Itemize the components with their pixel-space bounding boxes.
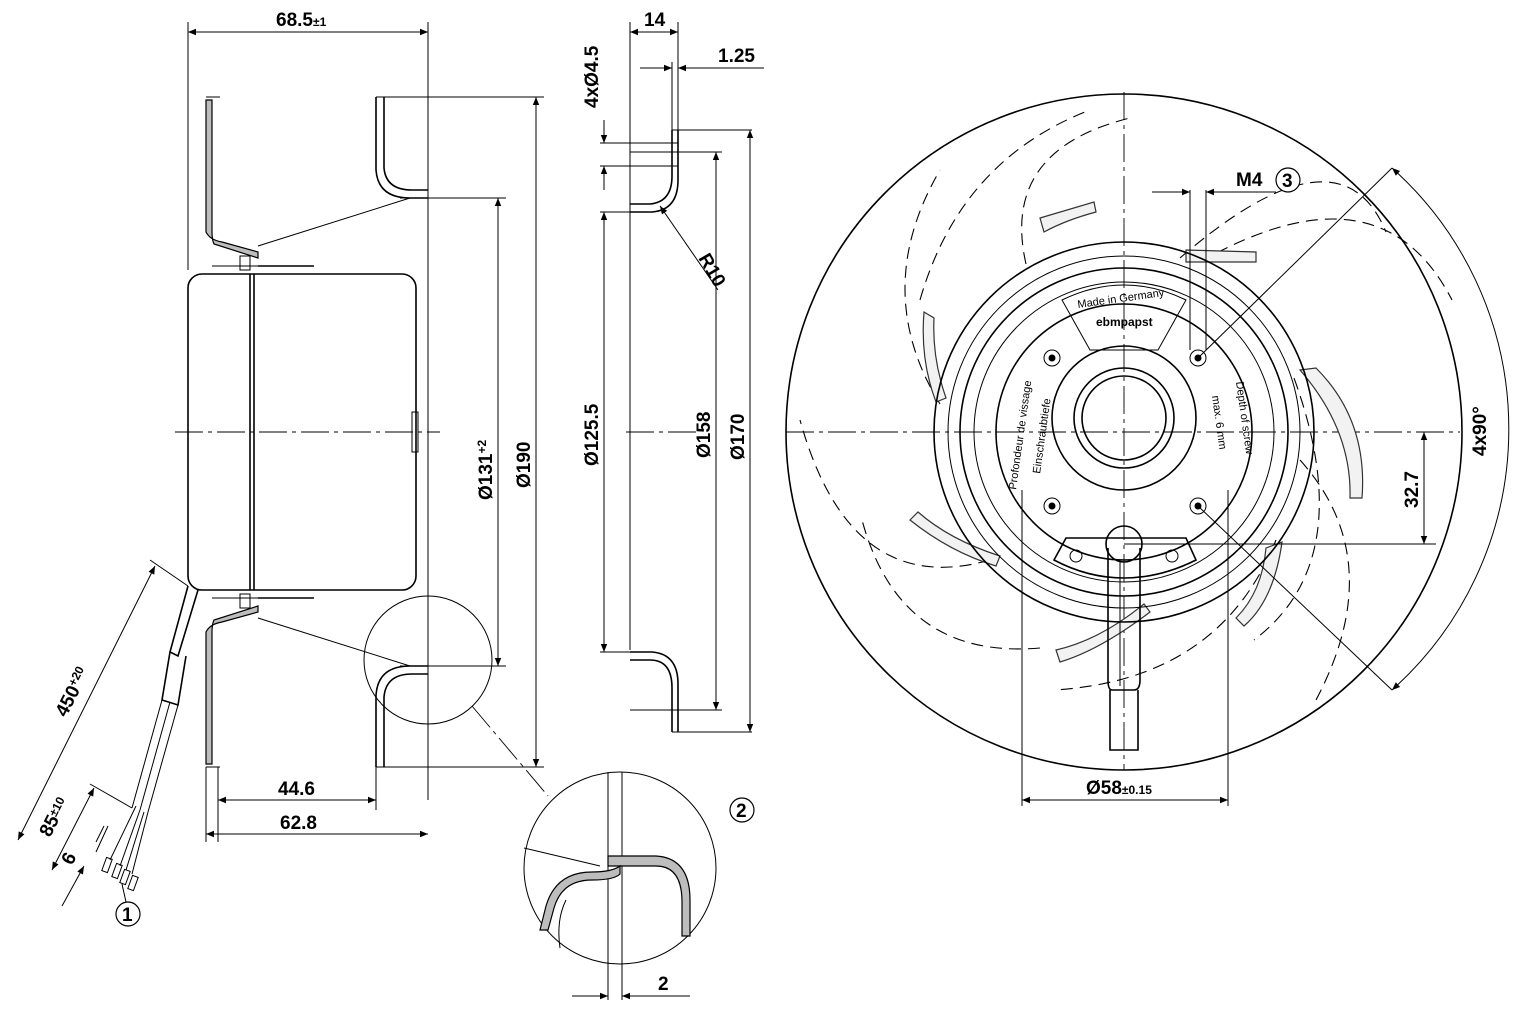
dim-dia-58: Ø58±0.15 [1086,778,1152,799]
dim-radius: R10 [694,250,730,291]
cable-wire-ends [101,856,139,892]
side-view: 68.5±1 Ø131+2 Ø190 44.6 62.8 450+20 85±1… [17,10,549,927]
dim-dia-131: Ø131+2 [475,440,497,500]
svg-text:2: 2 [736,801,747,822]
label-max-6mm: max. 6 mm [1209,395,1228,451]
dim-depth-14: 14 [644,10,666,31]
nozzle-profile-lower [630,651,679,732]
dim-offset: 32.7 [1402,471,1423,508]
impeller-front-lower [205,605,259,765]
callout-1 [115,901,141,927]
screw-holes [1043,349,1207,515]
angle-arc [1391,167,1510,691]
detail-shroud-hatch [607,855,691,937]
cable-sleeve [169,585,199,658]
detail-impeller-hatch [539,864,621,931]
cable-outlet-bracket [1052,537,1198,579]
callout-3 [1275,167,1301,193]
motor-housing [187,273,417,591]
callout-2 [729,797,755,823]
svg-text:3: 3 [1282,171,1293,192]
label-einschraubtiefe: Einschraubtiefe [1031,398,1053,475]
dim-angle: 4x90° [1470,406,1491,456]
rotor-face [995,303,1253,561]
dim-44-6: 44.6 [278,779,315,800]
label-plate [1061,284,1187,351]
impeller-outer-circle [785,93,1463,771]
dim-thickness-1-25: 1.25 [718,46,755,67]
dim-68-5: 68.5±1 [276,10,327,31]
dim-thread-m4: M4 [1236,170,1263,191]
dim-holes: 4xØ4.5 [582,45,603,108]
front-cable [1107,548,1141,691]
detail-marker-circle [363,595,493,725]
hub-outer [1051,345,1197,491]
dim-dia-158: Ø158 [694,412,715,458]
impeller-blades [799,109,1453,701]
rotor-ring-outer [933,241,1315,623]
label-brand: ebmpapst [1096,315,1153,329]
dim-dia-170: Ø170 [728,414,749,460]
impeller-front-upper [205,99,259,259]
svg-text:1: 1 [122,905,133,926]
nozzle-profile-upper [630,130,679,213]
detail-view: 2 2 [523,771,755,1000]
hub-bore [1073,367,1175,469]
dim-strip-6: 6 [58,849,82,868]
dim-62-8: 62.8 [280,813,317,834]
dim-strip-85: 85±10 [36,794,74,840]
dim-cable-450: 450+20 [51,664,94,721]
label-profondeur: Profondeur de vissage [1007,380,1034,491]
front-view: Made in Germany ebmpapst Profondeur de v… [785,92,1510,806]
dim-dia-190: Ø190 [514,442,535,488]
dim-detail-2: 2 [658,974,669,995]
detail-circle [523,771,717,965]
section-view: 14 1.25 4xØ4.5 R10 Ø125.5 Ø158 Ø170 [582,10,764,733]
dim-dia-125-5: Ø125.5 [582,403,603,466]
